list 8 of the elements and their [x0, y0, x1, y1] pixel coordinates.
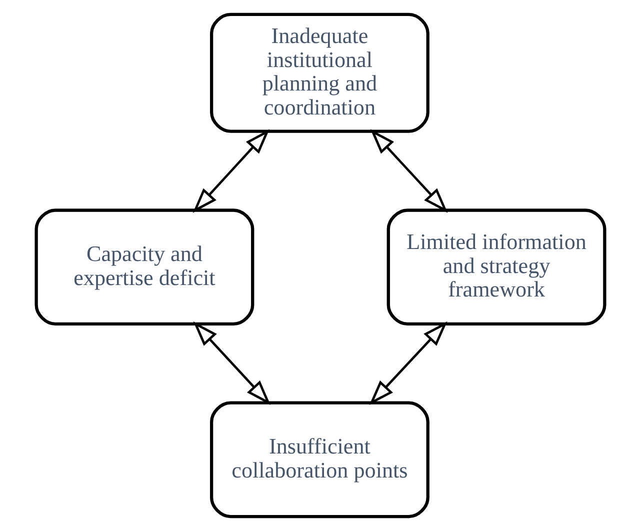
node-box: Inadequate institutional planning and coordination	[210, 12, 430, 133]
node-box: Capacity and expertise deficit	[34, 208, 254, 326]
node-box: Limited information and strategy framework	[386, 208, 606, 326]
arrow	[193, 321, 271, 406]
arrow	[369, 321, 448, 406]
arrow	[370, 129, 448, 213]
node-box: Insufficient collaboration points	[210, 401, 430, 518]
arrow	[192, 129, 270, 213]
